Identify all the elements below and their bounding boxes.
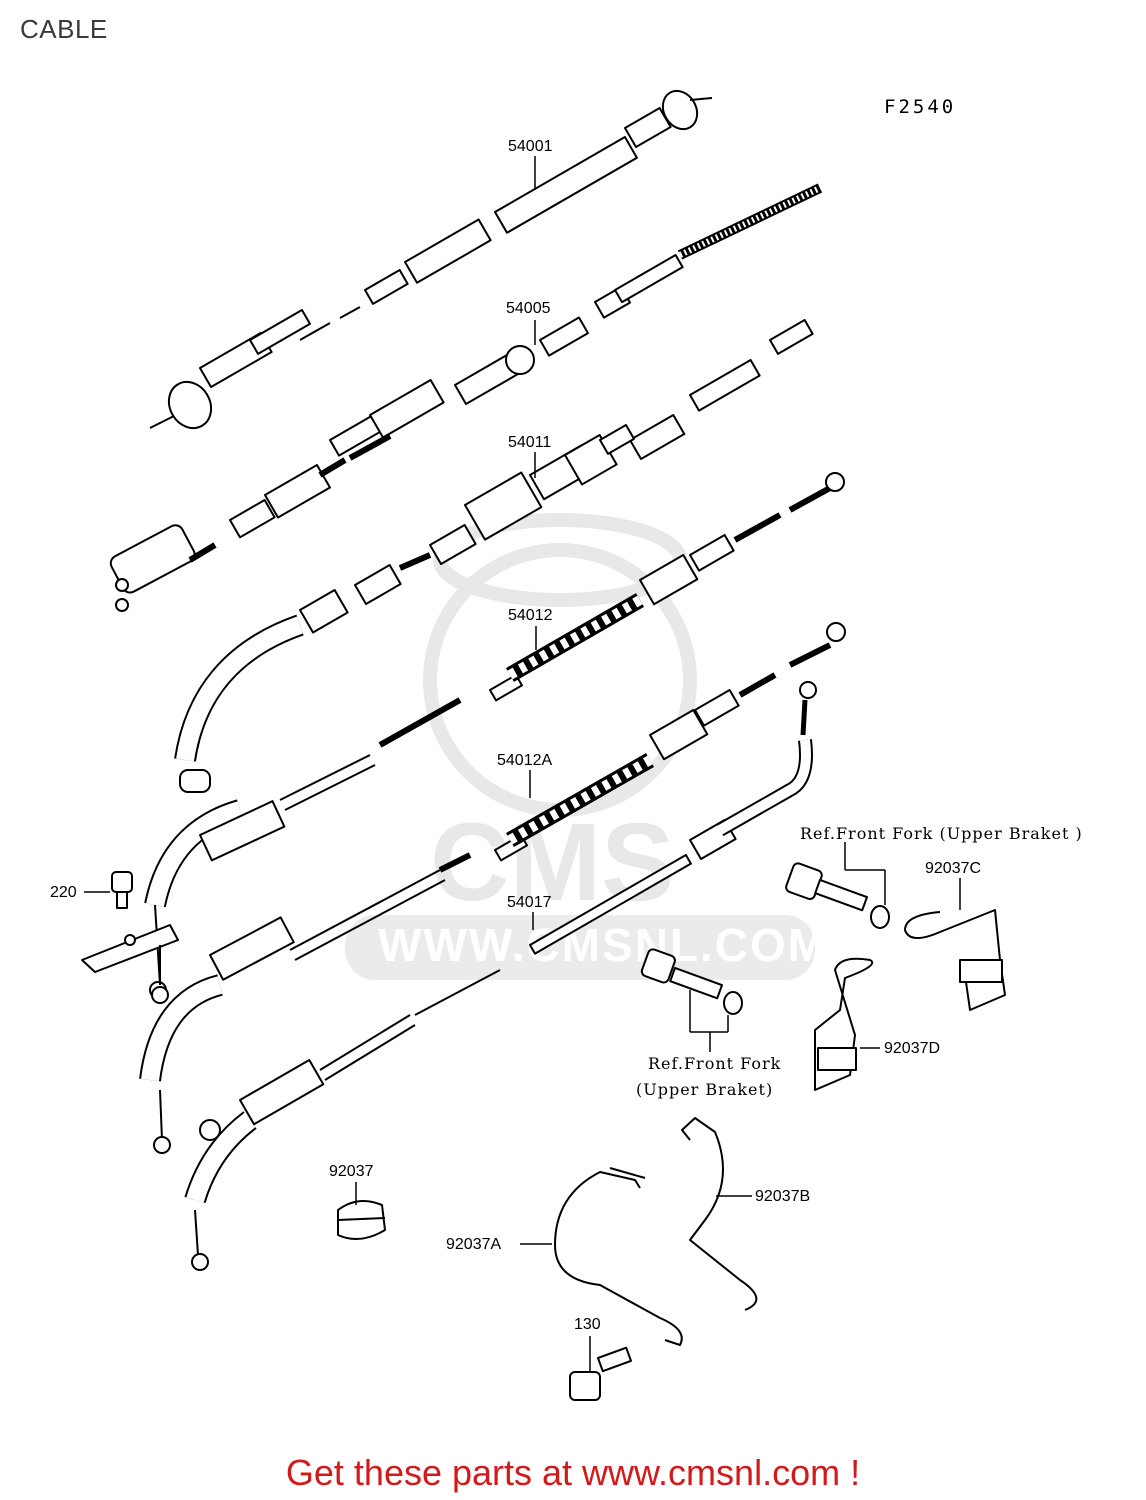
clip-92037C bbox=[904, 909, 1006, 1011]
part-label-92037: 92037 bbox=[329, 1163, 374, 1180]
cable-54005 bbox=[329, 183, 823, 457]
cable-54012A bbox=[144, 622, 846, 999]
footer-promo-link[interactable]: Get these parts at www.cmsnl.com ! bbox=[285, 1452, 861, 1493]
part-label-54001: 54001 bbox=[508, 138, 553, 155]
clip-92037D bbox=[814, 957, 874, 1091]
figure-number: F2540 bbox=[884, 96, 957, 118]
cable-bracket-220 bbox=[81, 871, 179, 1004]
clip-92037A bbox=[554, 1167, 683, 1346]
ref-front-fork-top: Ref.Front Fork (Upper Braket ) bbox=[800, 824, 1083, 843]
ref-front-fork-bottom-line1: Ref.Front Fork bbox=[648, 1054, 782, 1073]
part-label-92037D: 92037D bbox=[884, 1040, 941, 1057]
cable-54011 bbox=[109, 318, 814, 612]
cable-54017 bbox=[139, 681, 817, 1154]
part-label-92037C: 92037C bbox=[925, 860, 982, 877]
watermark-url: WWW.CMSNL.COM bbox=[378, 919, 829, 971]
clip-92037B bbox=[681, 1117, 758, 1311]
part-label-54011: 54011 bbox=[508, 434, 552, 451]
part-label-92037A: 92037A bbox=[446, 1236, 502, 1253]
cable-54012 bbox=[174, 472, 845, 793]
part-label-54012A: 54012A bbox=[497, 752, 553, 769]
part-label-92037B: 92037B bbox=[755, 1188, 811, 1205]
part-label-220: 220 bbox=[50, 884, 77, 901]
part-label-54005: 54005 bbox=[506, 300, 551, 317]
clip-92037 bbox=[337, 1200, 386, 1240]
ref-bolts bbox=[640, 862, 890, 1015]
diagram-title: CABLE bbox=[20, 14, 108, 44]
cable-lower-throttle bbox=[184, 969, 501, 1271]
part-label-54017: 54017 bbox=[507, 894, 552, 911]
part-label-130: 130 bbox=[574, 1316, 601, 1333]
ref-front-fork-bottom-line2: (Upper Braket) bbox=[636, 1080, 774, 1099]
cable-54001 bbox=[149, 89, 713, 430]
bolt-130 bbox=[569, 1346, 632, 1401]
part-label-54012: 54012 bbox=[508, 607, 553, 624]
leader-lines bbox=[84, 156, 961, 1372]
